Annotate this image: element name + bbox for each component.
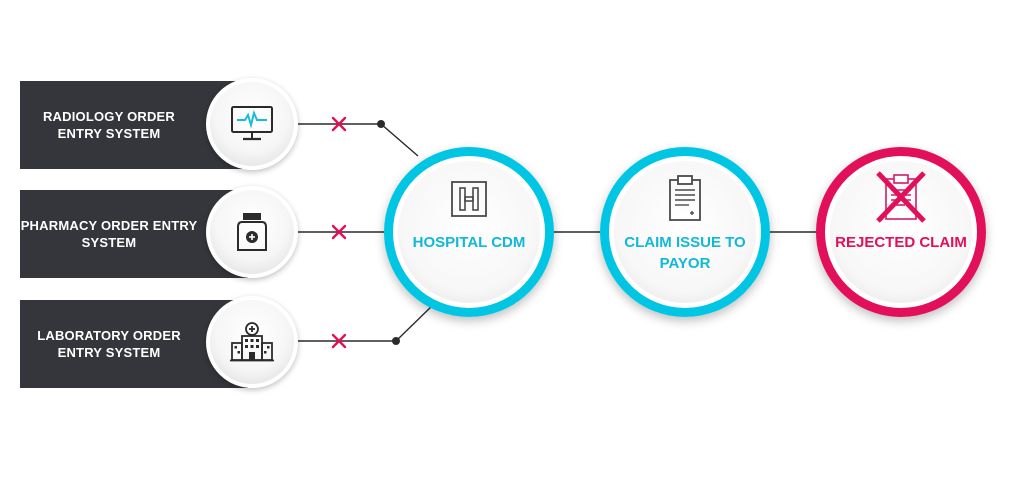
pharmacy-broken-link-x-icon xyxy=(331,224,347,240)
clipboard-icon xyxy=(669,175,701,221)
reject-x-icon xyxy=(876,171,926,223)
medicine-bottle-icon xyxy=(237,213,267,251)
claim-issue-label: CLAIM ISSUE TO PAYOR xyxy=(624,234,746,272)
pharmacy-system-label: PHARMACY ORDER ENTRY SYSTEM xyxy=(20,218,198,250)
radiology-broken-link-x-icon xyxy=(331,116,347,132)
hospital-sign-icon xyxy=(451,181,487,217)
rejected-clipboard-icon xyxy=(876,171,926,223)
claim-issue-node: CLAIM ISSUE TO PAYOR xyxy=(600,147,770,317)
laboratory-junction-dot xyxy=(392,337,400,345)
laboratory-system-label: LABORATORY ORDER ENTRY SYSTEM xyxy=(37,328,181,360)
monitor-heartbeat-icon xyxy=(231,106,273,141)
radiology-junction-dot xyxy=(377,120,385,128)
rejected-claim-node: REJECTED CLAIM xyxy=(816,147,986,317)
hospital-cdm-label: HOSPITAL CDM xyxy=(412,234,526,251)
radiology-system-label: RADIOLOGY ORDER ENTRY SYSTEM xyxy=(42,109,176,141)
pharmacy-icon-circle xyxy=(206,186,298,278)
hospital-building-icon xyxy=(230,322,274,362)
radiology-icon-circle xyxy=(206,78,298,170)
laboratory-connector-elbow xyxy=(395,303,435,342)
radiology-connector-elbow xyxy=(380,123,419,157)
rejected-claim-label: REJECTED CLAIM xyxy=(835,234,967,251)
laboratory-broken-link-x-icon xyxy=(331,333,347,349)
laboratory-icon-circle xyxy=(206,296,298,388)
hospital-cdm-node: HOSPITAL CDM xyxy=(384,147,554,317)
